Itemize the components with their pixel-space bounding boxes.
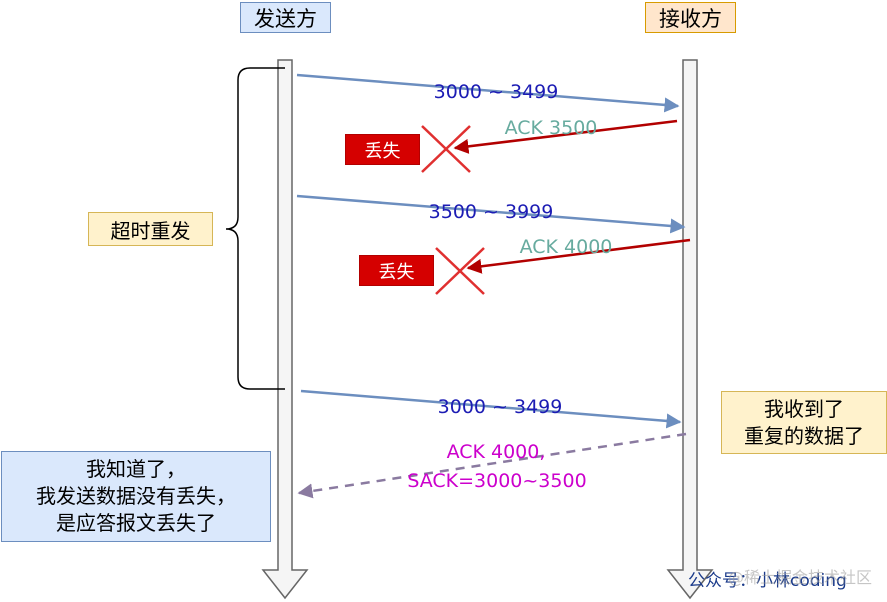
sack-label-line2: SACK=3000~3500 — [407, 470, 586, 492]
receiver-header: 接收方 — [645, 2, 736, 33]
lost-cross-1 — [421, 125, 471, 173]
ack-label-2: ACK 4000 — [520, 236, 613, 258]
ack-arrow-2 — [466, 238, 691, 274]
watermark: @稀土掘金技术社区 公众号：小林coding — [688, 566, 872, 591]
lost-badge-1: 丢失 — [345, 134, 420, 165]
watermark-text: 公众号：小林coding — [688, 571, 847, 591]
timeout-retransmit-box: 超时重发 — [88, 212, 213, 246]
lost-badge-2: 丢失 — [359, 255, 434, 286]
sender-note-line2: 我发送数据没有丢失， — [36, 484, 236, 508]
receiver-note-line1: 我收到了 — [764, 396, 844, 421]
data-label-3: 3000 ~ 3499 — [438, 396, 563, 418]
receiver-note-line2: 重复的数据了 — [744, 423, 864, 448]
data-arrow-2 — [296, 194, 686, 234]
sender-note-line3: 是应答报文丢失了 — [56, 511, 216, 535]
lost-cross-2 — [435, 247, 485, 295]
data-arrow-1 — [296, 73, 680, 113]
receiver-header-label: 接收方 — [659, 6, 722, 31]
data-label-2: 3500 ~ 3999 — [429, 201, 554, 223]
data-label-1: 3000 ~ 3499 — [434, 81, 559, 103]
data-arrow-3 — [300, 389, 682, 429]
ack-label-1: ACK 3500 — [505, 117, 598, 139]
timeout-brace — [225, 67, 285, 390]
sender-note-line1: 我知道了， — [86, 457, 186, 481]
sender-note: 我知道了， 我发送数据没有丢失， 是应答报文丢失了 — [1, 451, 271, 542]
sack-label-line1: ACK 4000, — [447, 441, 546, 463]
ack-arrow-1 — [453, 119, 678, 154]
watermark-faint: @稀土掘金技术社区 — [728, 568, 873, 587]
sender-header-label: 发送方 — [254, 6, 317, 31]
sender-header: 发送方 — [240, 2, 331, 33]
receiver-lifeline — [666, 59, 714, 600]
lost-badge-1-label: 丢失 — [364, 140, 401, 162]
timeout-retransmit-label: 超时重发 — [110, 218, 191, 243]
lost-badge-2-label: 丢失 — [378, 261, 415, 283]
sender-lifeline — [261, 59, 309, 600]
sack-arrow — [297, 432, 687, 499]
receiver-note: 我收到了 重复的数据了 — [721, 391, 887, 454]
